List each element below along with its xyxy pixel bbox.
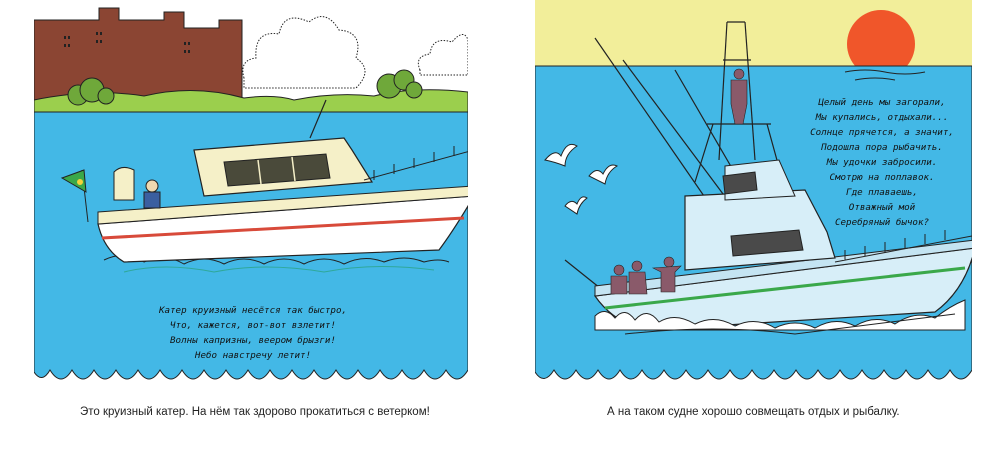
person-on-tower xyxy=(730,68,748,125)
wake-waves xyxy=(594,299,966,331)
poem-line: Смотрю на поплавок. xyxy=(829,172,935,183)
fishing-boat xyxy=(593,159,972,331)
right-illustration: Целый день мы загорали, Мы купались, отд… xyxy=(535,0,972,392)
poem-line: Серебряный бычок? xyxy=(834,217,930,228)
seagulls xyxy=(544,143,619,215)
poem-line: Что, кажется, вот-вот взлетит! xyxy=(170,320,336,331)
poem-line: Солнце прячется, а значит, xyxy=(810,127,954,138)
poem-line: Мы удочки забросили. xyxy=(826,157,938,168)
cruise-boat-illustration xyxy=(34,7,468,380)
poem-line: Небо навстречу летит! xyxy=(194,350,312,361)
right-poem: Целый день мы загорали, Мы купались, отд… xyxy=(797,95,967,230)
cruise-boat xyxy=(60,99,468,263)
poem-line: Целый день мы загорали, xyxy=(818,97,946,108)
poem-line: Отважный мой xyxy=(848,202,916,213)
left-caption: Это круизный катер. На нём так здорово п… xyxy=(80,406,430,418)
tuna-tower xyxy=(694,21,784,183)
city-buildings xyxy=(34,7,243,101)
poem-line: Где плаваешь, xyxy=(846,187,918,198)
sun-icon xyxy=(847,10,915,78)
bushes xyxy=(67,69,423,106)
poem-line: Мы купались, отдыхали... xyxy=(815,112,949,123)
poem-line: Катер круизный несётся так быстро, xyxy=(158,305,348,316)
fishing-boat-illustration xyxy=(535,0,972,380)
left-poem: Катер круизный несётся так быстро, Что, … xyxy=(146,303,360,363)
poem-line: Волны капризны, веером брызги! xyxy=(170,335,336,346)
left-illustration: Катер круизный несётся так быстро, Что, … xyxy=(34,0,468,392)
right-caption: А на таком судне хорошо совмещать отдых … xyxy=(607,406,900,418)
poem-line: Подошла пора рыбачить. xyxy=(821,142,943,153)
clouds xyxy=(242,16,468,89)
